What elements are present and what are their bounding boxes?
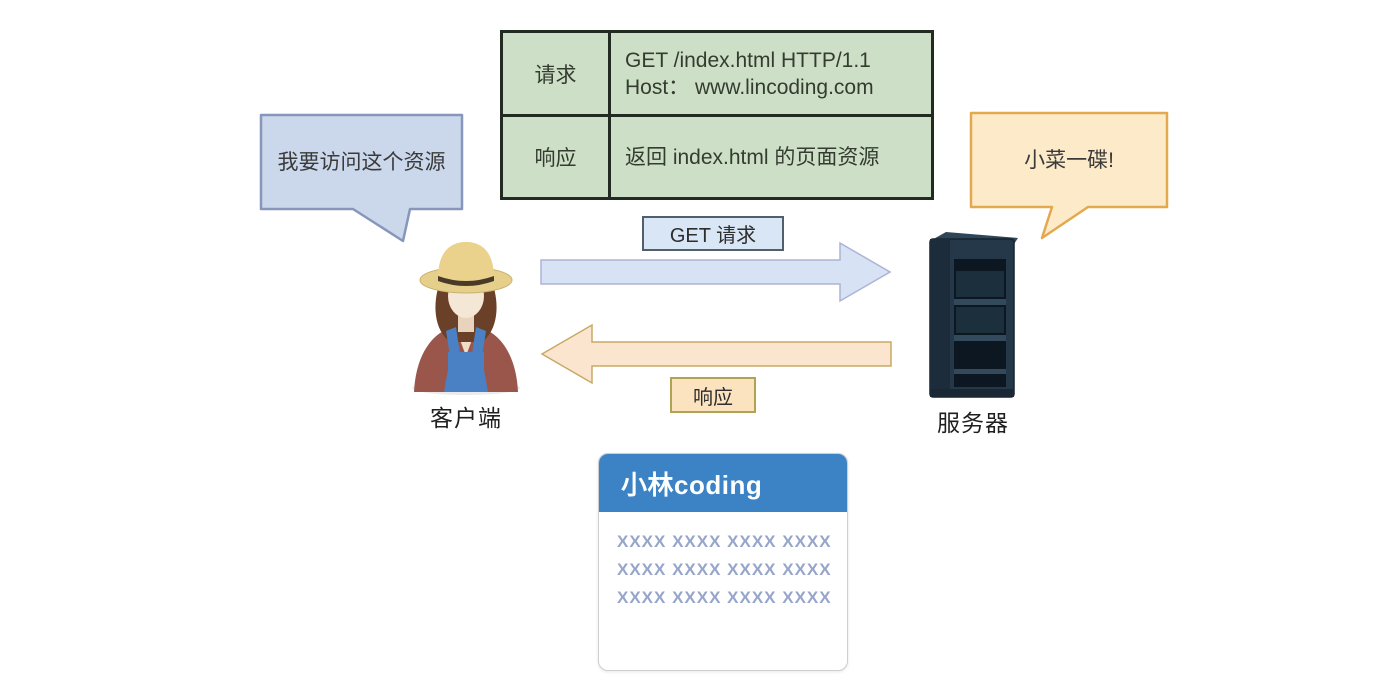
request-line-2: Host： www.lincoding.com — [625, 75, 874, 99]
request-arrow-icon — [540, 241, 892, 303]
request-line-1: GET /index.html HTTP/1.1 — [625, 48, 871, 72]
browser-title: 小林coding — [621, 469, 763, 500]
request-row-value: GET /index.html HTTP/1.1 Host： www.linco… — [611, 33, 931, 117]
server-speech-bubble: 小菜一碟! — [968, 110, 1170, 244]
speech-bubble-left-icon — [259, 113, 464, 243]
request-arrow-label-text: GET 请求 — [669, 225, 757, 247]
response-row-label-text: 响应 — [534, 147, 577, 170]
server-label: 服务器 — [937, 410, 1009, 436]
server-bubble-text: 小菜一碟! — [1024, 148, 1114, 172]
response-row-label: 响应 — [503, 117, 611, 197]
client-speech-bubble: 我要访问这个资源 — [258, 112, 465, 246]
response-arrow-label: 响应 — [670, 377, 756, 413]
placeholder-line: XXXX XXXX XXXX XXXX — [617, 532, 832, 551]
response-arrow-icon — [540, 323, 892, 385]
server-rack-icon — [929, 232, 1018, 398]
request-row-label: 请求 — [503, 33, 611, 117]
response-line-1: 返回 index.html 的页面资源 — [625, 145, 880, 169]
client-label: 客户端 — [430, 405, 502, 431]
browser-content: XXXX XXXX XXXX XXXX XXXX XXXX XXXX XXXX … — [599, 512, 847, 612]
response-arrow-label-text: 响应 — [693, 386, 733, 409]
response-row-value: 返回 index.html 的页面资源 — [611, 117, 931, 197]
farmer-person-icon — [412, 242, 520, 395]
client-bubble-text: 我要访问这个资源 — [277, 150, 446, 174]
browser-title-bar: 小林coding — [599, 454, 847, 512]
speech-bubble-right-icon — [969, 111, 1169, 240]
placeholder-line: XXXX XXXX XXXX XXXX — [617, 588, 832, 607]
browser-window: 小林coding XXXX XXXX XXXX XXXX XXXX XXXX X… — [598, 453, 848, 671]
request-arrow-label: GET 请求 — [642, 216, 784, 251]
http-exchange-table: 请求 GET /index.html HTTP/1.1 Host： www.li… — [500, 30, 934, 200]
placeholder-line: XXXX XXXX XXXX XXXX — [617, 560, 832, 579]
request-row-label-text: 请求 — [534, 63, 577, 87]
